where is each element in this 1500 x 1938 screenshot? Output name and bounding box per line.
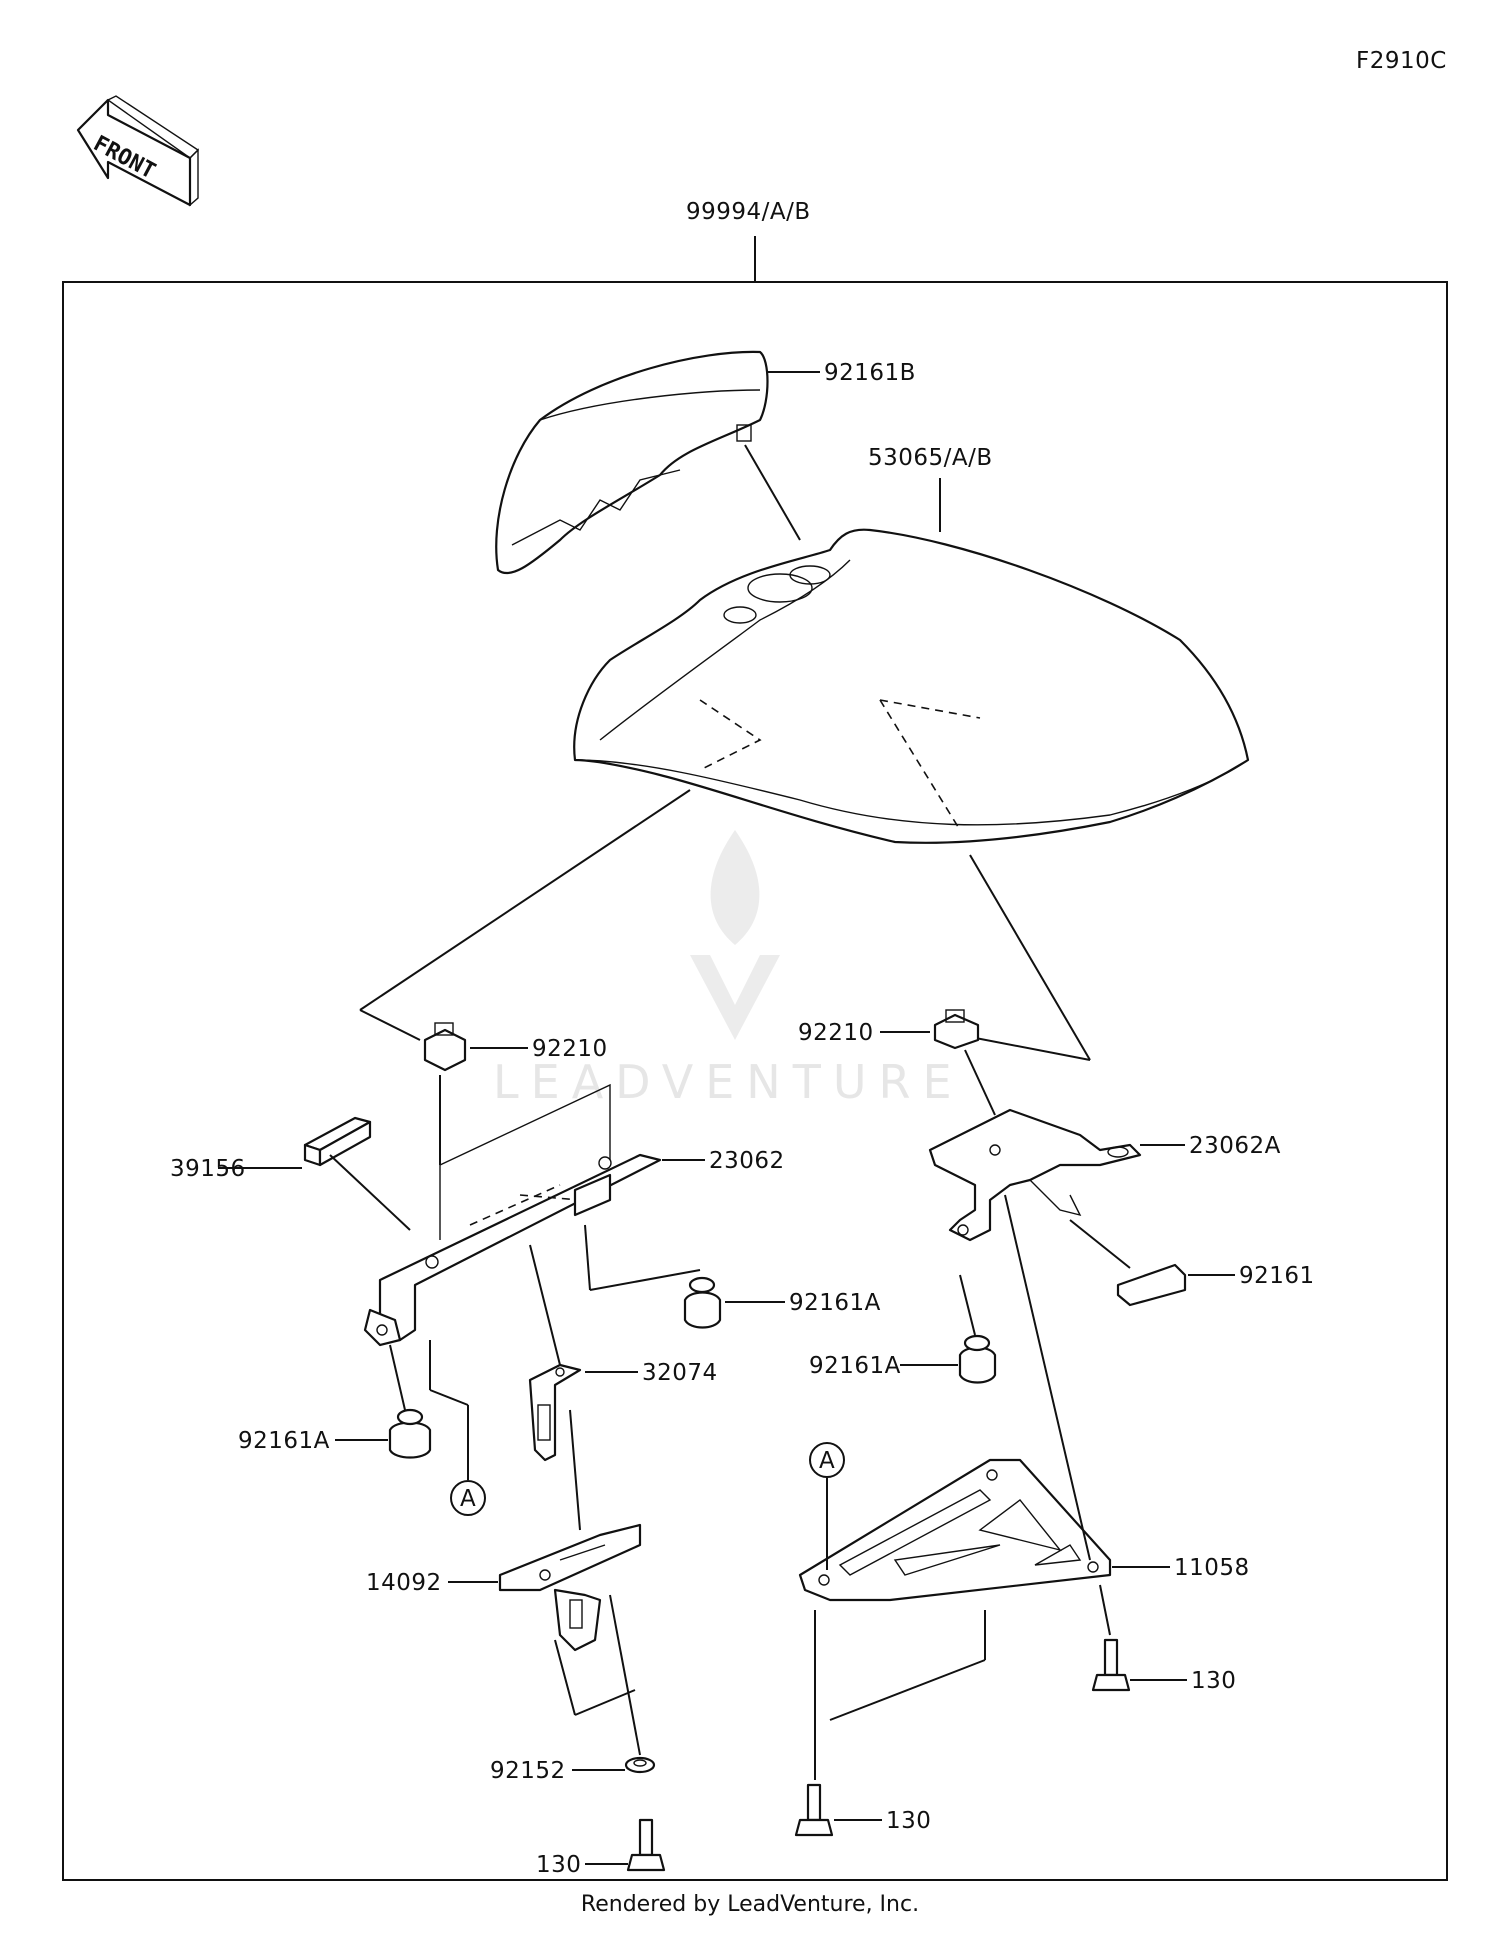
assembly-label: 99994/A/B <box>686 199 811 225</box>
bolt-130-right <box>1091 1638 1131 1692</box>
bolt-130-left <box>626 1818 666 1872</box>
pad-92161B <box>495 350 769 575</box>
footer-credit: Rendered by LeadVenture, Inc. <box>580 1892 920 1917</box>
label-53065: 53065/A/B <box>868 445 993 471</box>
diagram-code: F2910C <box>1356 48 1447 74</box>
washer-92152 <box>624 1756 656 1774</box>
label-130-right: 130 <box>1191 1668 1236 1694</box>
bracket-23062A <box>928 1108 1142 1242</box>
label-92152: 92152 <box>490 1758 566 1784</box>
ref-marker-a-left-label: A <box>460 1486 476 1512</box>
label-130-center: 130 <box>886 1808 931 1834</box>
label-14092: 14092 <box>366 1570 442 1596</box>
label-92210-right: 92210 <box>798 1020 874 1046</box>
label-92161A-left: 92161A <box>238 1428 330 1454</box>
damper-92161A-right <box>958 1334 997 1384</box>
label-92210-left: 92210 <box>532 1036 608 1062</box>
pad-39156 <box>303 1116 372 1167</box>
label-39156: 39156 <box>170 1156 246 1182</box>
seat-cowl-53065 <box>573 528 1250 844</box>
ref-marker-a-right <box>809 1442 845 1478</box>
pad-92161 <box>1116 1263 1187 1307</box>
front-arrow-icon: FRONT <box>76 95 200 207</box>
ref-marker-a-left <box>450 1480 486 1516</box>
label-32074: 32074 <box>642 1360 718 1386</box>
nut-92210-left <box>423 1022 467 1072</box>
label-92161B: 92161B <box>824 360 916 386</box>
ref-marker-a-right-label: A <box>819 1448 835 1474</box>
label-92161A-right: 92161A <box>809 1353 901 1379</box>
damper-92161A-center <box>683 1276 722 1329</box>
bracket-23062 <box>363 1083 662 1347</box>
bolt-130-center <box>794 1783 834 1837</box>
plate-11058 <box>798 1458 1112 1602</box>
damper-92161A-left <box>388 1408 432 1459</box>
label-92161A-center: 92161A <box>789 1290 881 1316</box>
label-23062A: 23062A <box>1189 1133 1281 1159</box>
clip-32074 <box>528 1363 582 1462</box>
label-23062: 23062 <box>709 1148 785 1174</box>
bracket-14092 <box>498 1523 642 1652</box>
label-11058: 11058 <box>1174 1555 1250 1581</box>
leadventure-watermark: LEADVENTURE <box>493 830 964 1109</box>
label-92161: 92161 <box>1239 1263 1315 1289</box>
assembly-frame <box>62 281 1448 1881</box>
label-130-left: 130 <box>536 1852 581 1878</box>
nut-92210-right <box>933 1009 980 1050</box>
watermark-text: LEADVENTURE <box>493 1055 964 1109</box>
